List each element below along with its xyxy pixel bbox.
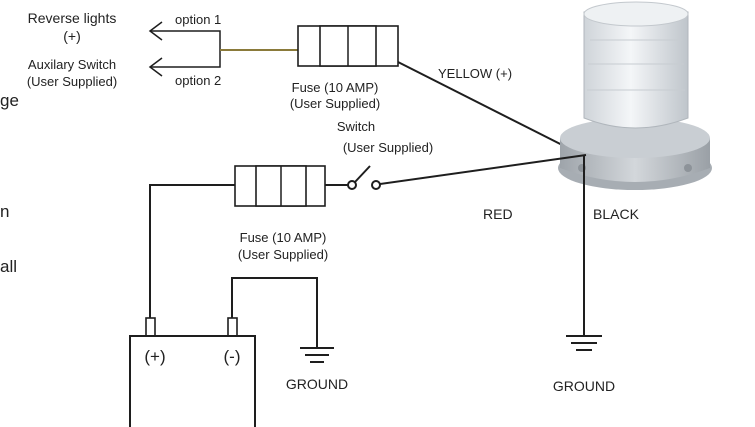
- battery-negative-terminal: (-): [224, 347, 241, 366]
- switch-label: Switch: [337, 119, 375, 134]
- ground-symbol-left: GROUND: [286, 347, 348, 392]
- auxiliary-switch-note: (User Supplied): [27, 74, 117, 89]
- fuse-top-note: (User Supplied): [290, 96, 380, 111]
- battery-positive-wire: [149, 184, 235, 320]
- red-wire-label: RED: [483, 206, 513, 222]
- ground-label-right: GROUND: [553, 378, 615, 394]
- battery-negative-wire: [231, 277, 318, 348]
- ground-symbol-right: GROUND: [553, 335, 615, 394]
- fuse-bottom-label: Fuse (10 AMP): [240, 230, 327, 245]
- cropped-text-all: all: [0, 257, 17, 276]
- ground-label-left: GROUND: [286, 376, 348, 392]
- option-2-label: option 2: [175, 73, 221, 88]
- cropped-text-ge: ge: [0, 91, 19, 110]
- reverse-lights-label: Reverse lights: [28, 10, 117, 26]
- switch: Switch (User Supplied): [325, 119, 433, 190]
- switch-note: (User Supplied): [343, 140, 433, 155]
- option-1-label: option 1: [175, 12, 221, 27]
- black-wire-label: BLACK: [593, 206, 640, 222]
- fuse-bottom: Fuse (10 AMP) (User Supplied): [234, 165, 328, 262]
- option-1-wire: [150, 30, 221, 50]
- cropped-text-n: n: [0, 202, 9, 221]
- beacon-light-image: [558, 1, 712, 190]
- reverse-lights-polarity: (+): [63, 28, 81, 44]
- yellow-wire-label: YELLOW (+): [438, 66, 512, 81]
- fuse-top-label: Fuse (10 AMP): [292, 80, 379, 95]
- red-wire: [379, 154, 587, 185]
- option-2-wire: [150, 50, 221, 68]
- yellow-wire: [397, 61, 585, 157]
- fuse-bottom-note: (User Supplied): [238, 247, 328, 262]
- battery: (+) (-): [129, 317, 256, 427]
- auxiliary-switch-label: Auxilary Switch: [28, 57, 116, 72]
- battery-positive-terminal: (+): [144, 347, 165, 366]
- option-targets: Reverse lights (+) Auxilary Switch (User…: [27, 10, 298, 89]
- fuse-top: Fuse (10 AMP) (User Supplied): [290, 25, 399, 111]
